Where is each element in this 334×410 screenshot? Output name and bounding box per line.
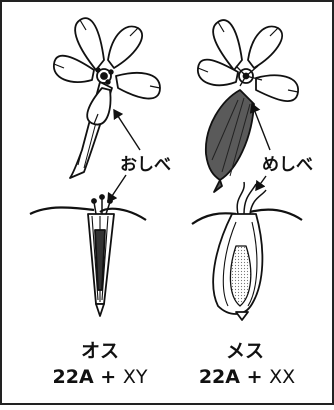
male-karyotype-autosomes: 22A + xyxy=(53,366,123,388)
pistil-label: めしべ xyxy=(262,150,313,175)
male-karyotype: 22A + XY xyxy=(25,366,175,388)
female-dissected-flower-icon xyxy=(192,182,302,320)
male-dissected-flower-icon xyxy=(30,195,146,316)
stamen-arrow-icon xyxy=(114,110,140,150)
pistil-lower-arrow-icon xyxy=(256,176,266,190)
male-label: オス xyxy=(40,336,160,363)
pistil-arrow-icon xyxy=(252,104,270,150)
stamen-lower-arrow-icon xyxy=(108,175,126,202)
stamen-label: おしべ xyxy=(120,150,171,175)
female-karyotype: 22A + XX xyxy=(172,366,322,388)
female-label: メス xyxy=(185,336,305,363)
female-karyotype-sex: XX xyxy=(269,366,295,388)
female-karyotype-autosomes: 22A + xyxy=(199,366,269,388)
male-karyotype-sex: XY xyxy=(123,366,148,388)
